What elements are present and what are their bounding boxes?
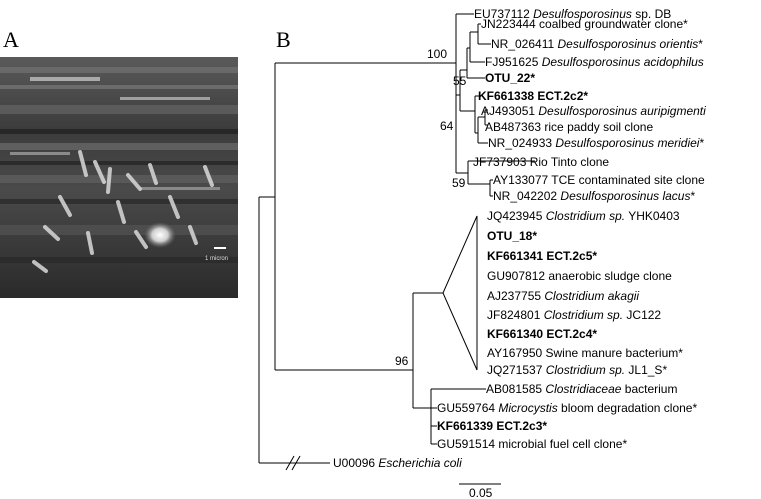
- taxon-label: OTU_18*: [487, 229, 537, 243]
- taxon-label: AY167950 Swine manure bacterium*: [487, 346, 683, 360]
- taxon-label: JQ271537 Clostridium sp. JL1_S*: [487, 363, 667, 377]
- taxon-label: U00096 Escherichia coli: [333, 456, 462, 470]
- taxon-label: AJ493051 Desulfosporosinus auripigmenti: [481, 104, 706, 118]
- taxon-label: NR_042202 Desulfosporosinus lacus*: [493, 189, 695, 203]
- taxon-label: JN223444 coalbed groundwater clone*: [481, 17, 688, 31]
- taxon-label: KF661340 ECT.2c4*: [487, 327, 597, 341]
- panel-a-letter: A: [3, 27, 19, 52]
- bootstrap-label: 55: [453, 74, 467, 88]
- bootstrap-label: 96: [395, 354, 409, 368]
- taxon-label: FJ951625 Desulfosporosinus acidophilus: [485, 55, 704, 69]
- taxon-label: EU737112 Desulfosporosinus sp. DB: [474, 7, 671, 21]
- micrograph-scale-label: 1 micron: [205, 256, 228, 262]
- taxon-label: KF661339 ECT.2c3*: [437, 419, 547, 433]
- bootstrap-label: 59: [452, 176, 466, 190]
- taxon-label: GU907812 anaerobic sludge clone: [487, 269, 672, 283]
- taxon-label: JF737903 Rio Tinto clone: [473, 155, 609, 169]
- taxon-label: JQ423945 Clostridium sp. YHK0403: [487, 209, 680, 223]
- taxon-label: AB081585 Clostridiaceae bacterium: [486, 382, 677, 396]
- taxon-label: OTU_22*: [485, 71, 535, 85]
- taxon-label: GU559764 Microcystis bloom degradation c…: [437, 401, 697, 415]
- taxon-label: KF661338 ECT.2c2*: [478, 89, 588, 103]
- sem-micrograph: 1 micron: [0, 57, 238, 298]
- panel-b-letter: B: [276, 27, 291, 52]
- taxon-label: AJ237755 Clostridium akagii: [487, 289, 639, 303]
- bootstrap-label: 64: [440, 119, 454, 133]
- taxon-label: AY133077 TCE contaminated site clone: [493, 173, 705, 187]
- bootstrap-label: 100: [427, 47, 447, 61]
- scale-bar-label: 0.05: [469, 486, 493, 499]
- bootstrap-values: 100 55 64 59 96: [395, 47, 467, 368]
- taxon-label: NR_024933 Desulfosporosinus meridiei*: [488, 136, 704, 150]
- taxon-label: AB487363 rice paddy soil clone: [485, 120, 653, 134]
- taxon-label: GU591514 microbial fuel cell clone*: [437, 437, 627, 451]
- taxon-label: NR_026411 Desulfosporosinus orientis*: [491, 37, 703, 51]
- taxon-label: KF661341 ECT.2c5*: [487, 249, 597, 263]
- taxon-label: JF824801 Clostridium sp. JC122: [487, 308, 661, 322]
- taxon-labels: EU737112 Desulfosporosinus sp. DBJN22344…: [333, 7, 706, 470]
- tree-branches: [258, 13, 535, 485]
